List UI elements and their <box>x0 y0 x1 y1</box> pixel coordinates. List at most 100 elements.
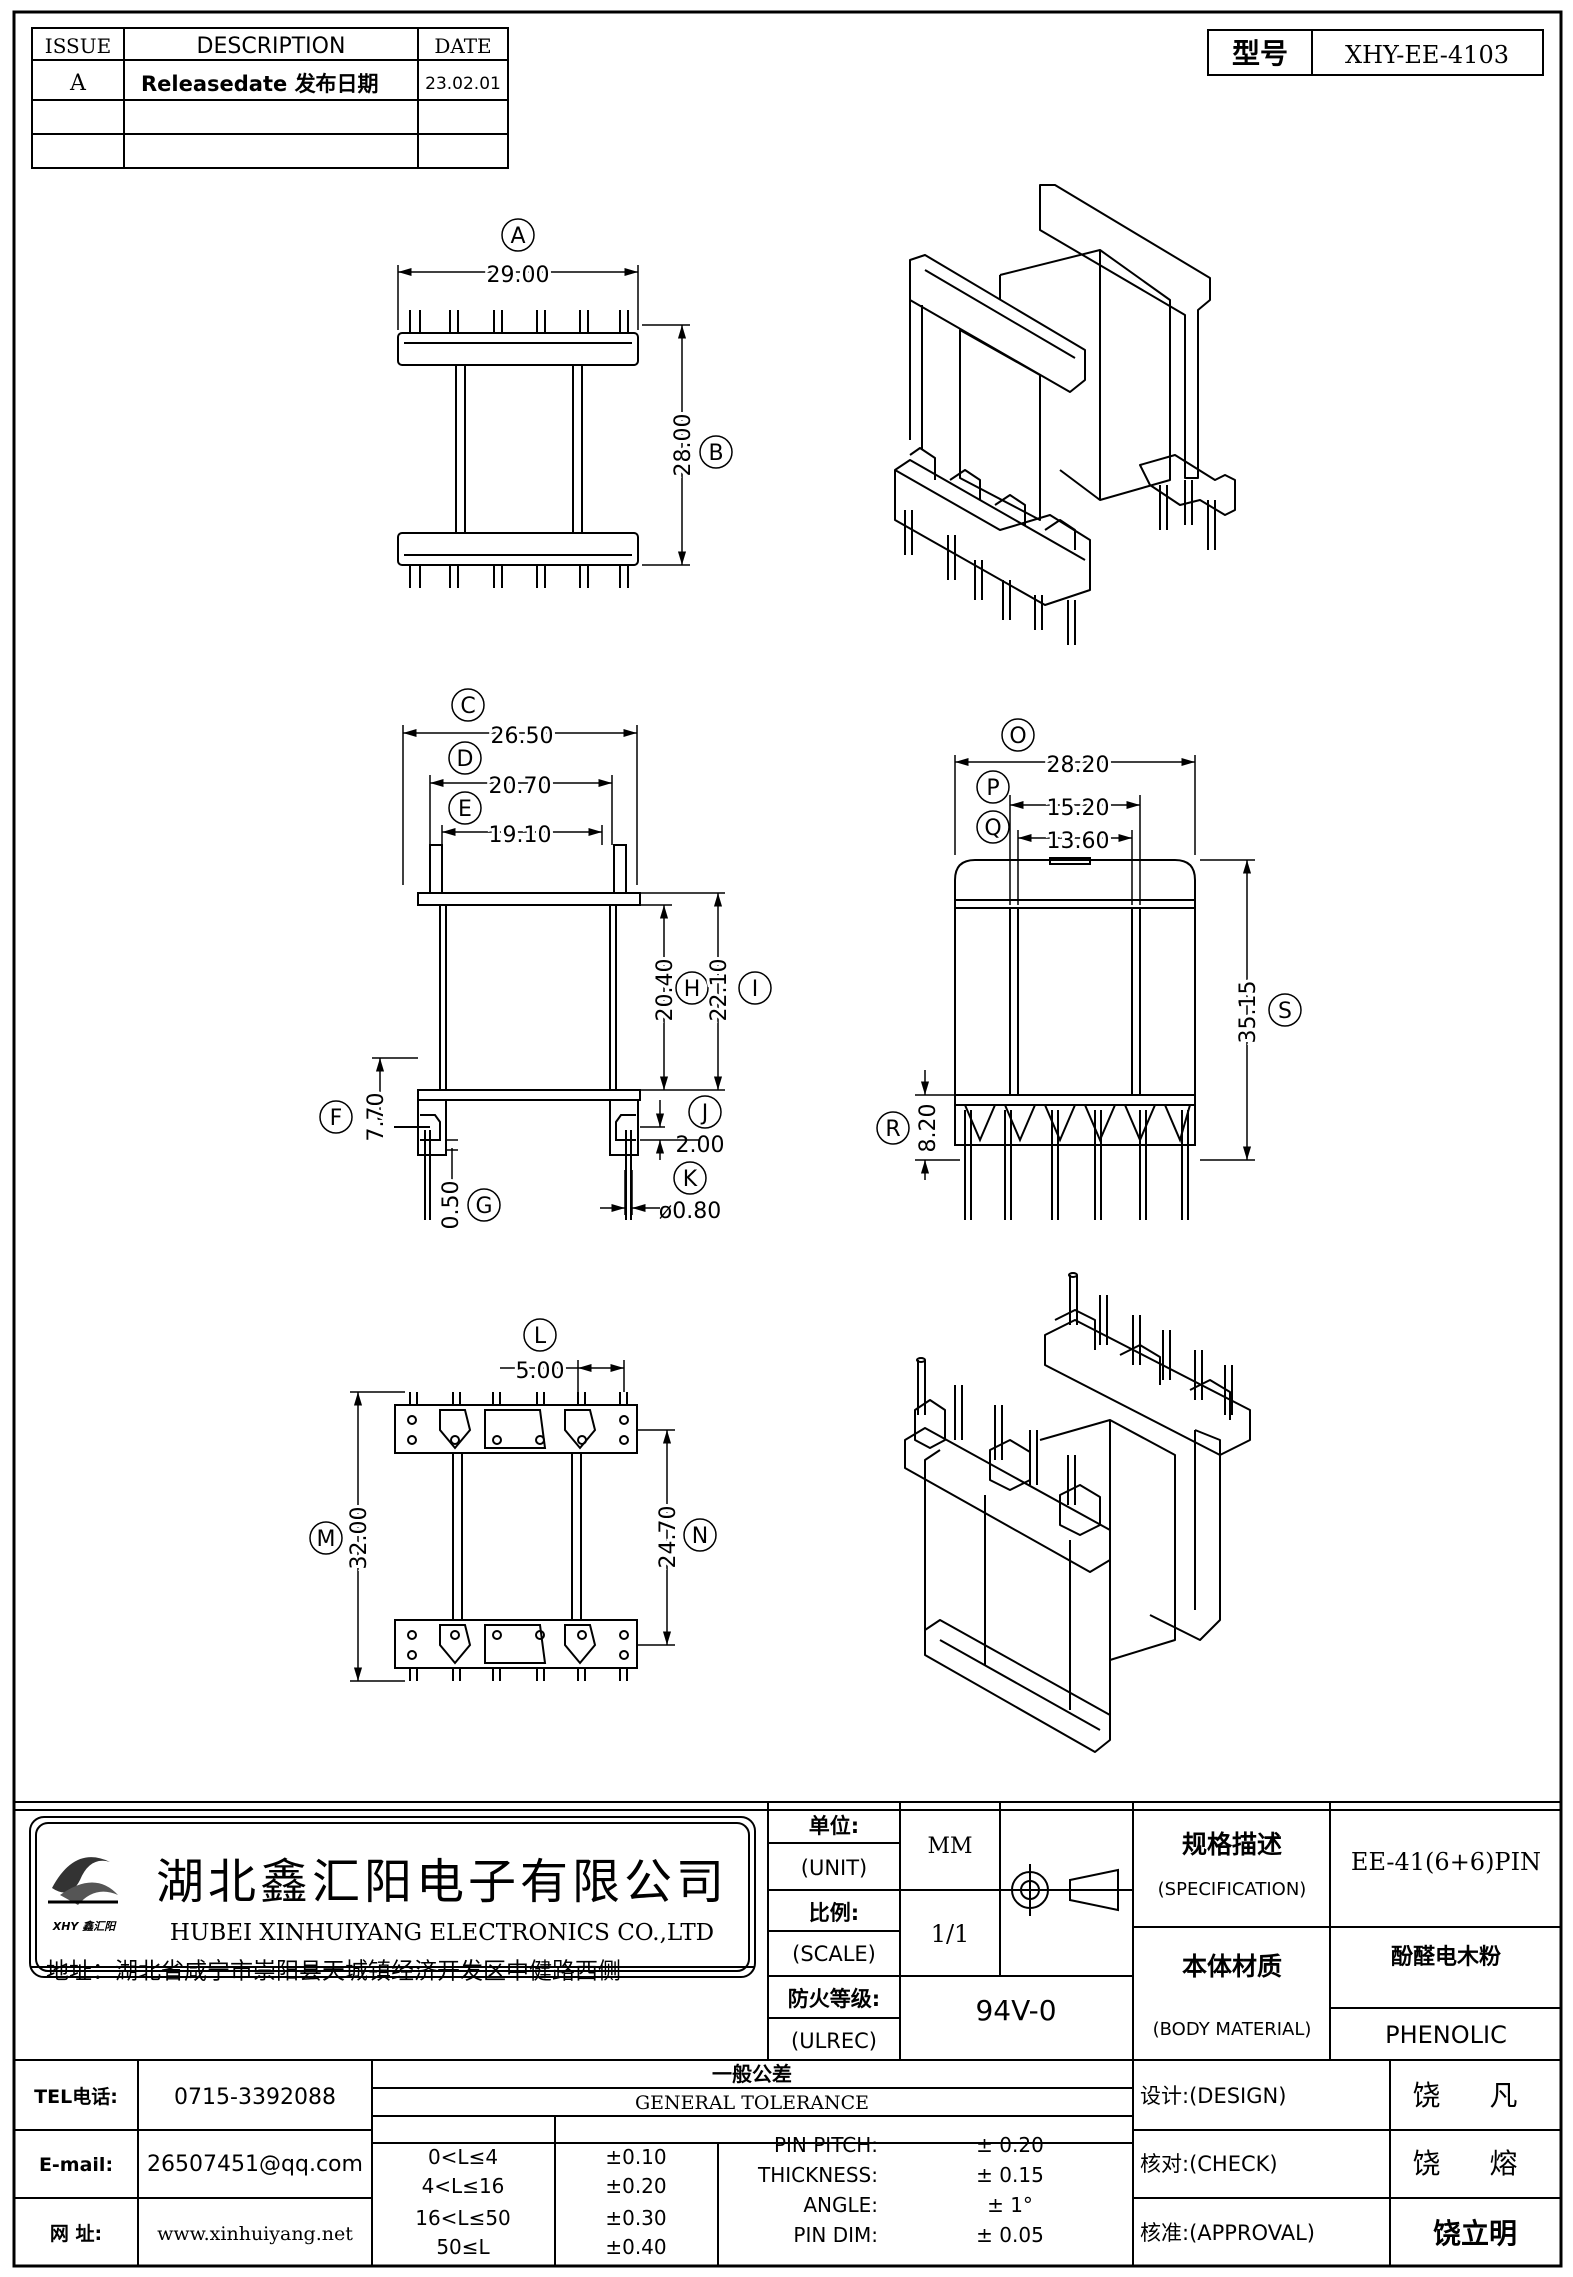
dim-L-letter: L <box>534 1324 547 1349</box>
iso-view-top <box>894 184 1236 606</box>
dim-B-letter: B <box>708 441 723 466</box>
dim-Q-letter: Q <box>984 816 1001 841</box>
iso-view-top-pins <box>904 480 1216 645</box>
tolerance-range: 16<L≤50 <box>415 2206 511 2230</box>
model-label: 型号 <box>1232 37 1288 70</box>
check-label: 核对:(CHECK) <box>1140 2152 1278 2176</box>
tolerance-item-value: ± 0.15 <box>976 2163 1044 2187</box>
side-view <box>954 857 1196 1146</box>
tolerance-value: ±0.20 <box>605 2174 666 2198</box>
tolerance-value: ±0.40 <box>605 2235 666 2259</box>
company-name-en: HUBEI XINHUIYANG ELECTRONICS CO.,LTD <box>170 1920 714 1946</box>
flame-value: 94V-0 <box>975 1994 1056 2027</box>
dim-O-lines <box>954 718 1196 855</box>
tolerance-value: ±0.10 <box>605 2145 666 2169</box>
dim-B-value: 28.00 <box>671 414 696 477</box>
title-block-lines <box>14 1801 1561 2266</box>
spec-label-en: (SPECIFICATION) <box>1158 1879 1307 1900</box>
rev-row-issue: A <box>69 71 87 96</box>
tolerance-item: ANGLE: <box>803 2193 878 2217</box>
dim-A-value: 29.00 <box>487 263 550 288</box>
tolerance-item: THICKNESS: <box>757 2163 878 2187</box>
dim-A-lines <box>397 218 639 330</box>
dim-Q-lines <box>976 810 1133 905</box>
side-view-pins <box>964 1110 1189 1220</box>
dim-M-letter: M <box>317 1527 336 1552</box>
flame-label-cn: 防火等级: <box>788 1987 880 2011</box>
dim-G-value: 0.50 <box>439 1181 464 1230</box>
spec-value: EE-41(6+6)PIN <box>1351 1848 1541 1876</box>
dim-P-lines <box>976 770 1141 905</box>
dim-M-lines <box>309 1391 405 1682</box>
web-label: 网 址: <box>50 2223 102 2245</box>
iso-view-bottom-pins <box>916 1272 1233 1505</box>
dim-H-letter: H <box>684 977 701 1002</box>
unit-label-en: (UNIT) <box>801 1856 868 1880</box>
tolerance-item: PIN DIM: <box>793 2223 878 2247</box>
projection-symbol <box>1004 1864 1119 1916</box>
top-view-pins <box>409 310 629 588</box>
dim-R-lines <box>876 1070 960 1180</box>
dim-R-letter: R <box>885 1117 900 1142</box>
tel-label: TEL电话: <box>34 2085 118 2108</box>
dim-D-lines <box>429 741 613 845</box>
dim-S-lines <box>1200 859 1302 1161</box>
dim-M-value: 32.00 <box>347 1507 372 1570</box>
tolerance-item: PIN PITCH: <box>774 2133 878 2157</box>
rev-row-date: 23.02.01 <box>425 74 501 94</box>
dim-F-letter: F <box>330 1106 343 1131</box>
dim-F-lines <box>319 1057 418 1134</box>
tolerance-range: 4<L≤16 <box>422 2174 505 2198</box>
material-value-cn: 酚醛电木粉 <box>1391 1945 1501 1970</box>
material-value-en: PHENOLIC <box>1385 2021 1507 2049</box>
material-label-cn: 本体材质 <box>1182 1952 1282 1981</box>
email-value: 26507451@qq.com <box>147 2152 363 2177</box>
dim-B-lines <box>642 324 733 566</box>
rev-header-description: DESCRIPTION <box>197 34 346 59</box>
dim-N-value: 24.70 <box>656 1506 681 1569</box>
tolerance-range: 0<L≤4 <box>428 2145 498 2169</box>
dim-E-letter: E <box>458 797 472 822</box>
dim-A-letter: A <box>510 224 525 249</box>
dim-E-value: 19.10 <box>489 823 552 848</box>
company-name-cn: 湖北鑫汇阳电子有限公司 <box>156 1854 728 1910</box>
dim-O-value: 28.20 <box>1047 753 1110 778</box>
dim-L-value: 5.00 <box>516 1359 565 1384</box>
tel-value: 0715-3392088 <box>174 2085 336 2110</box>
revision-table <box>31 27 509 169</box>
unit-label-cn: 单位: <box>809 1814 859 1838</box>
material-label-en: (BODY MATERIAL) <box>1153 2019 1312 2040</box>
front-view <box>394 844 641 1220</box>
tolerance-value: ±0.30 <box>605 2206 666 2230</box>
dim-K-value: ø0.80 <box>659 1199 721 1224</box>
email-label: E-mail: <box>39 2154 113 2176</box>
scale-value: 1/1 <box>931 1920 970 1948</box>
dim-J-letter: J <box>700 1101 709 1126</box>
dim-J-lines <box>640 1095 722 1160</box>
scale-label-en: (SCALE) <box>792 1942 876 1966</box>
tolerance-title-cn: 一般公差 <box>712 2062 792 2086</box>
tolerance-item-value: ± 0.20 <box>976 2133 1044 2157</box>
dim-J-value: 2.00 <box>676 1133 725 1158</box>
dim-D-letter: D <box>457 747 474 772</box>
dim-O-letter: O <box>1009 724 1026 749</box>
sheet-border <box>12 10 1563 2268</box>
dim-H-value: 20.40 <box>653 959 678 1022</box>
dim-L-lines <box>500 1318 625 1392</box>
dim-K-lines <box>600 1161 707 1215</box>
design-name: 饶 凡 <box>1413 2079 1538 2112</box>
tolerance-item-value: ± 1° <box>987 2193 1033 2217</box>
design-label: 设计:(DESIGN) <box>1140 2084 1286 2108</box>
unit-value: MM <box>927 1834 972 1859</box>
tolerance-title-en: GENERAL TOLERANCE <box>635 2092 869 2114</box>
dim-D-value: 20.70 <box>489 774 552 799</box>
top-view <box>397 332 639 566</box>
dim-P-letter: P <box>986 776 999 801</box>
dim-S-letter: S <box>1278 999 1292 1024</box>
dim-HI-lines <box>620 892 772 1091</box>
dim-N-lines <box>637 1429 717 1646</box>
dim-K-letter: K <box>683 1167 698 1192</box>
model-value: XHY-EE-4103 <box>1345 41 1509 69</box>
dim-P-value: 15.20 <box>1047 796 1110 821</box>
